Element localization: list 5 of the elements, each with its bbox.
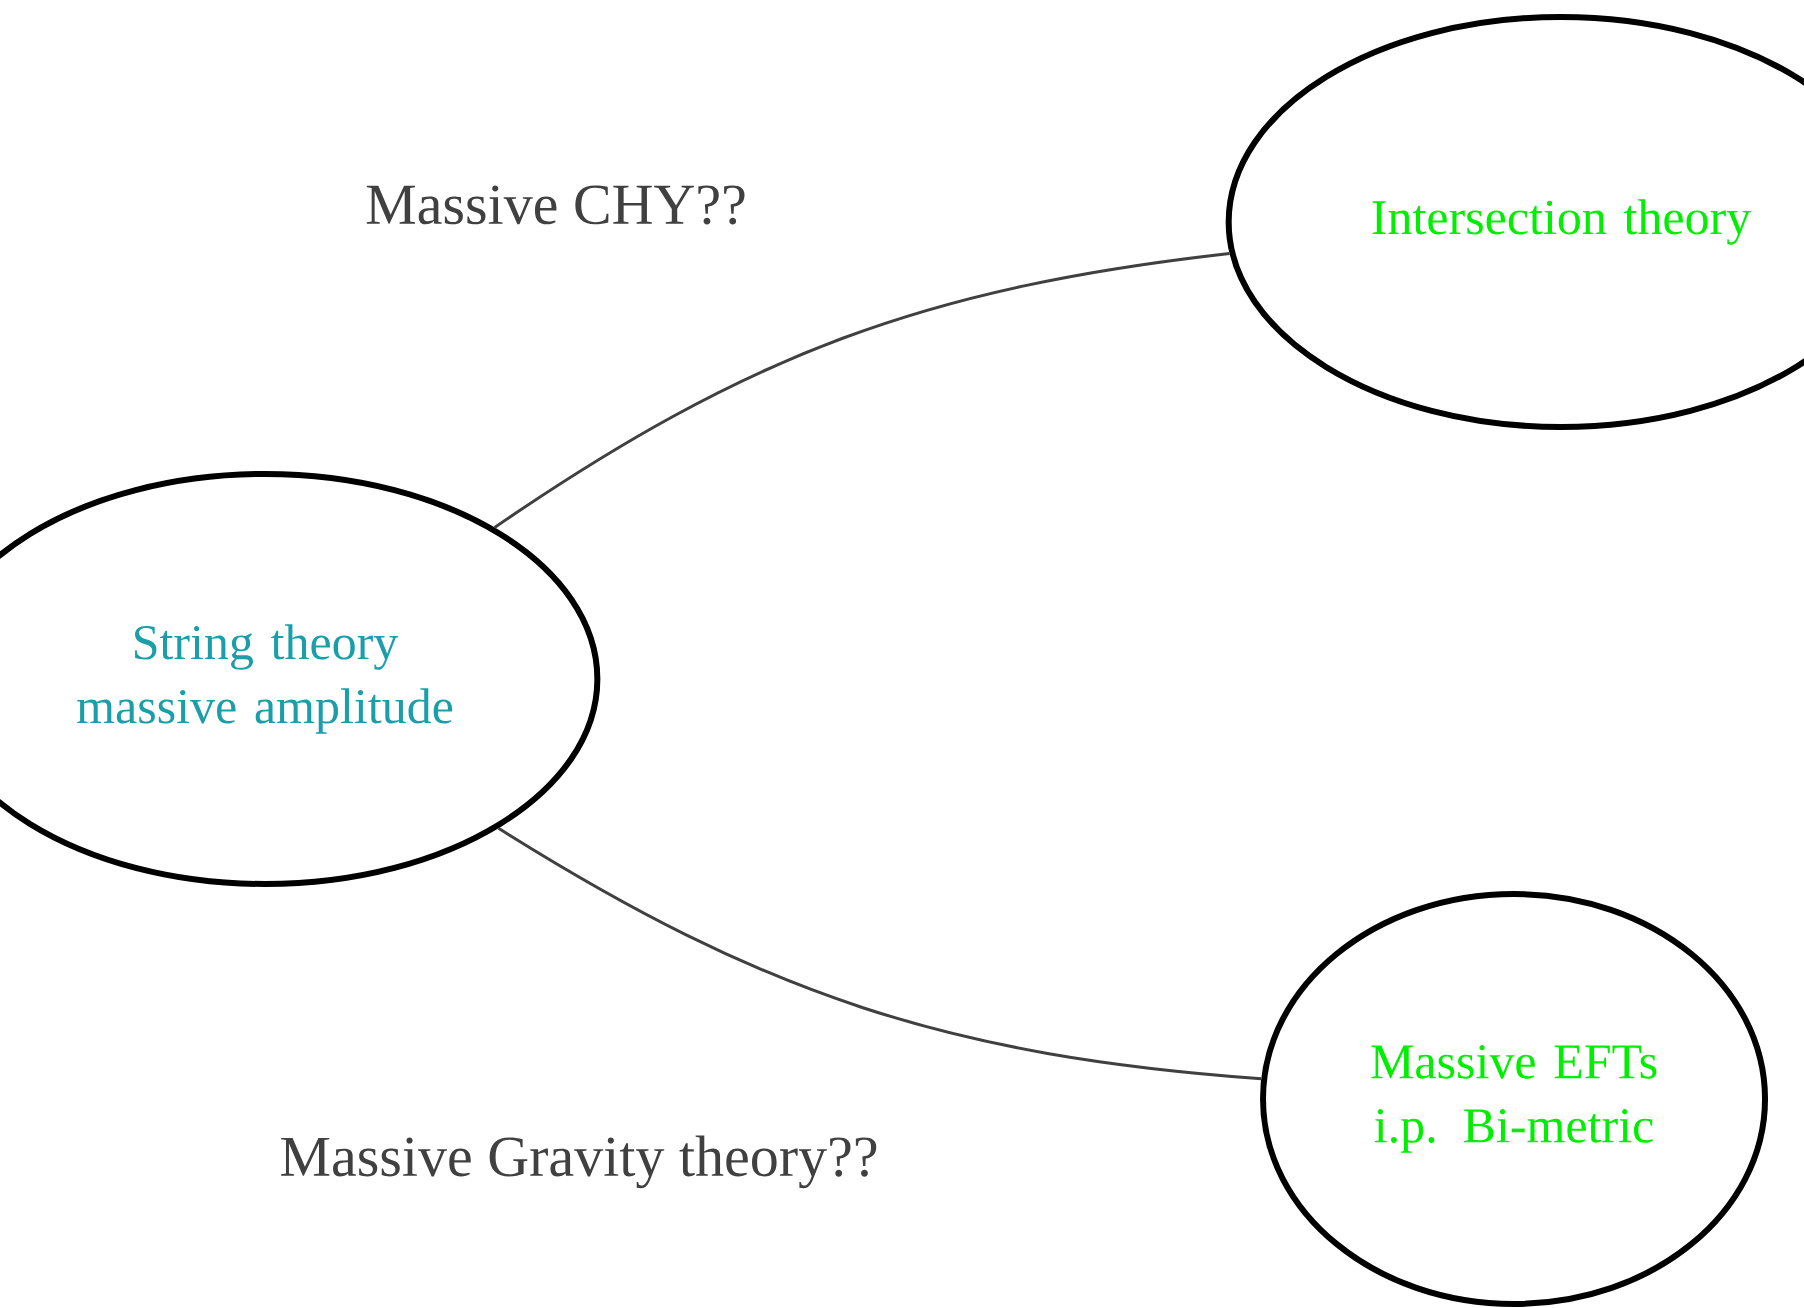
ellipse-node: Massive EFTs i.p. Bi-metric [1260, 891, 1768, 1307]
connector-line [497, 826, 1262, 1081]
connector-line [493, 251, 1230, 529]
question-label: Massive CHY?? [366, 185, 745, 225]
question-label: Massive Gravity theory?? [281, 1135, 877, 1189]
